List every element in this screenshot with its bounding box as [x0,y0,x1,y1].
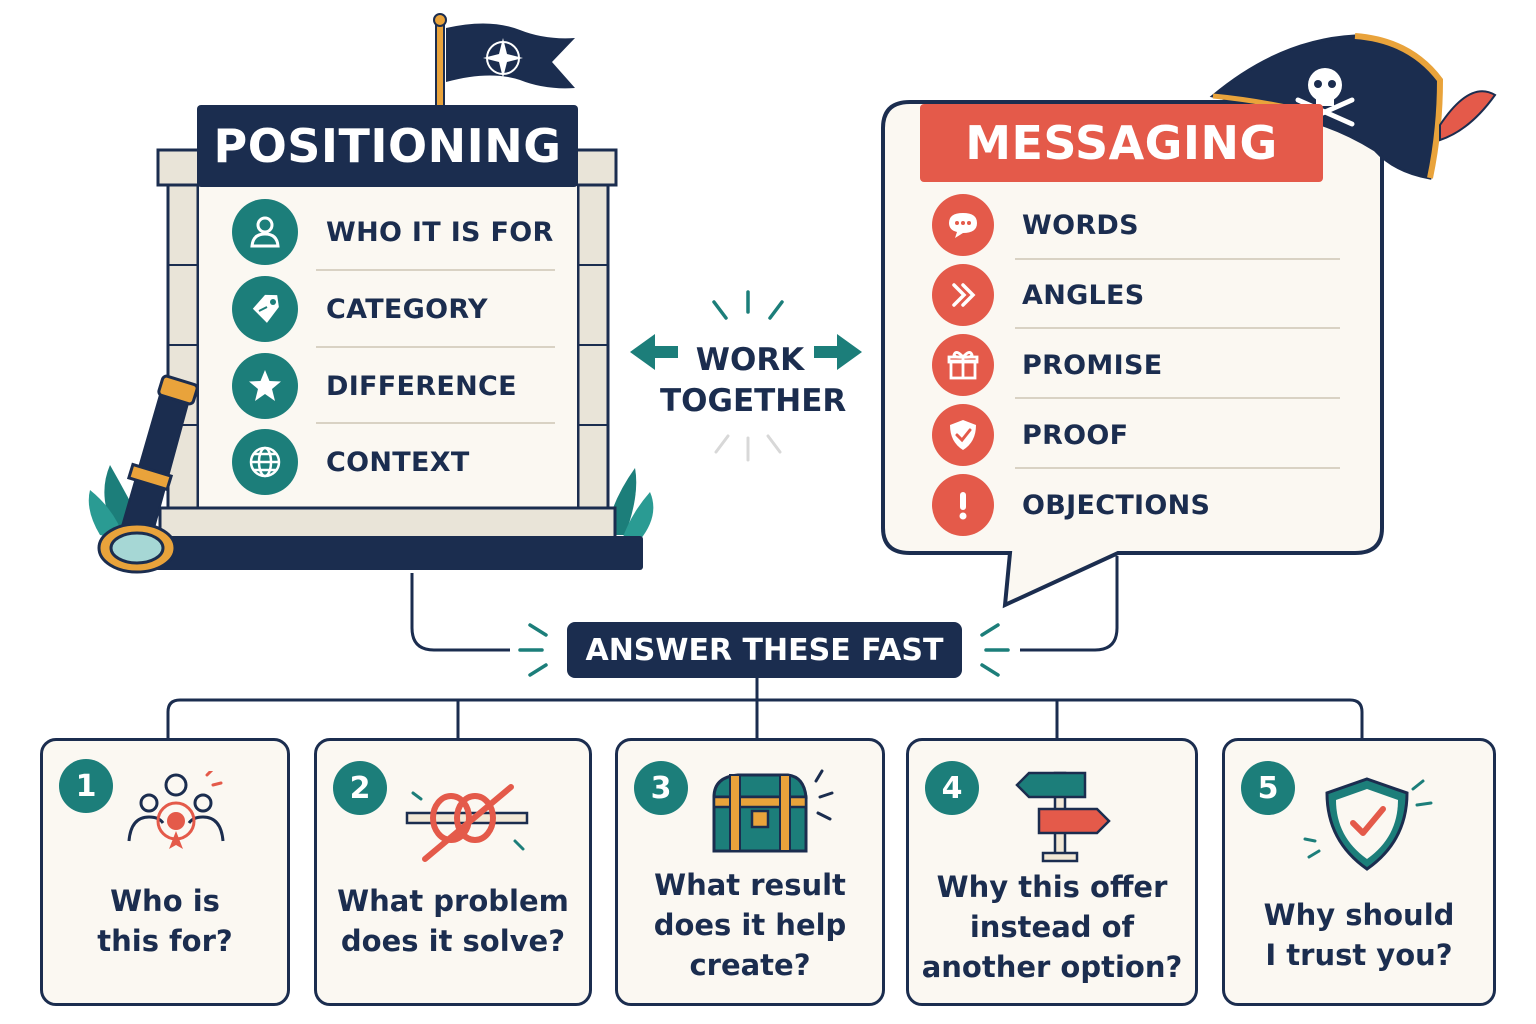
pirate-hat-icon [1209,33,1497,180]
positioning-item-context: CONTEXT [232,429,470,495]
signpost-icon [1015,771,1111,863]
messaging-item-proof: PROOF [932,404,1128,466]
shield-check-icon [932,404,994,466]
angle-arrows-icon [932,264,994,326]
question-text-1: Who is this for? [97,884,233,958]
question-number-4: 4 [925,761,979,815]
positioning-title: POSITIONING [197,105,578,187]
question-card-4: 4 Why this offer instead of another opti… [906,738,1198,1006]
positioning-item-difference: DIFFERENCE [232,353,517,419]
knot-rope-icon [405,784,529,862]
trust-shield-icon [1303,777,1433,871]
gift-icon [932,334,994,396]
work-together-label: WORK TOGETHER [660,340,847,422]
question-number-1: 1 [59,759,113,813]
positioning-item-category: CATEGORY [232,276,488,342]
speech-bubble-icon [932,194,994,256]
exclamation-icon [932,474,994,536]
positioning-connector [410,573,510,652]
positioning-label-category: CATEGORY [326,293,488,325]
positioning-label-context: CONTEXT [326,446,470,478]
messaging-label-angles: ANGLES [1022,279,1145,311]
compass-flag-icon [433,13,575,107]
globe-icon [232,429,298,495]
work-together-line1: WORK [695,342,805,378]
question-text-3: What result does it help create? [653,868,847,982]
messaging-label-words: WORDS [1022,209,1139,241]
telescope-icon [97,374,199,574]
positioning-item-who: WHO IT IS FOR [232,199,554,265]
question-card-2: 2 What problem does it solve? [314,738,592,1006]
messaging-label-objections: OBJECTIONS [1022,489,1211,521]
treasure-chest-icon [712,769,834,853]
messaging-title: MESSAGING [920,104,1323,182]
positioning-label-who: WHO IT IS FOR [326,216,554,248]
messaging-item-angles: ANGLES [932,264,1145,326]
cards-connector [166,698,1364,738]
messaging-item-objections: OBJECTIONS [932,474,1210,536]
work-together-line2: TOGETHER [660,383,847,419]
positioning-label-difference: DIFFERENCE [326,370,517,402]
question-card-5: 5 Why should I trust you? [1222,738,1496,1006]
star-icon [232,353,298,419]
question-card-3: 3 What result does it help create? [615,738,885,1006]
messaging-label-proof: PROOF [1022,419,1129,451]
answer-banner: ANSWER THESE FAST [567,622,962,678]
question-text-4: Why this offer instead of another option… [921,870,1183,984]
tag-icon [232,276,298,342]
messaging-item-words: WORDS [932,194,1139,256]
two-way-arrow-icon [630,334,862,370]
messaging-connector [1020,556,1119,652]
target-audience-icon [127,771,225,849]
question-number-3: 3 [634,761,688,815]
messaging-item-promise: PROMISE [932,334,1162,396]
question-number-2: 2 [333,761,387,815]
question-text-2: What problem does it solve? [337,884,569,958]
question-text-5: Why should I trust you? [1263,898,1455,972]
person-icon [232,199,298,265]
question-number-5: 5 [1241,761,1295,815]
messaging-label-promise: PROMISE [1022,349,1163,381]
question-card-1: 1 Who is this for? [40,738,290,1006]
